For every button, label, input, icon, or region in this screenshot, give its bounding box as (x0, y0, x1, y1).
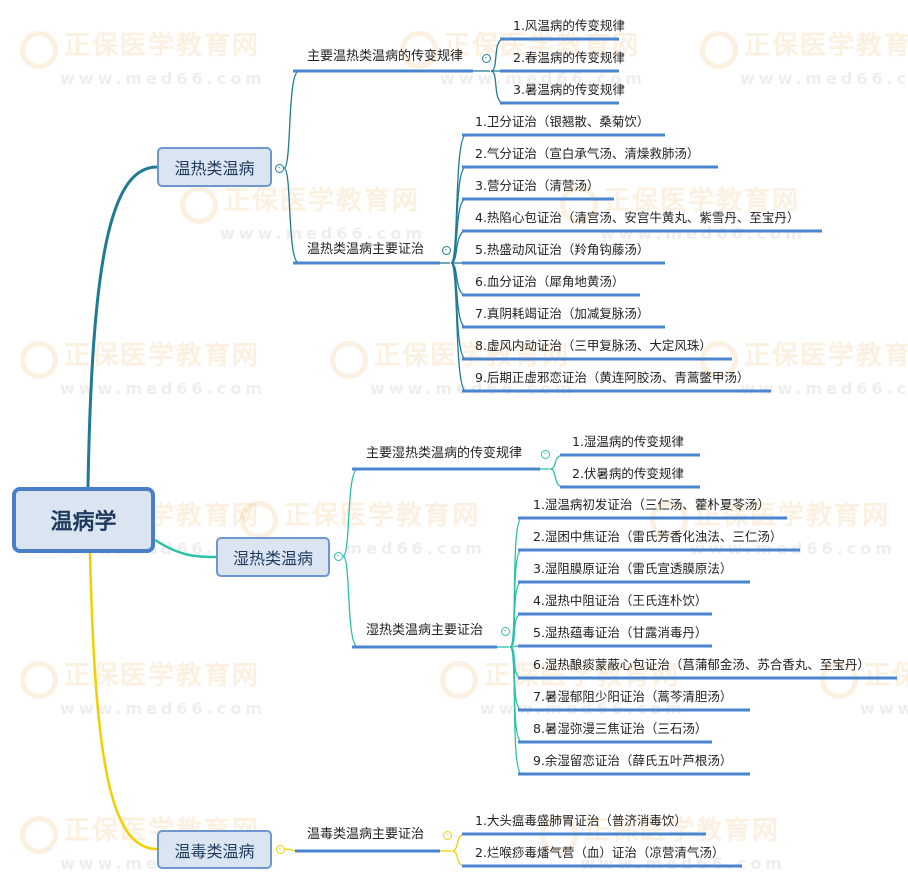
list-item[interactable]: 2.气分证治（宣白承气汤、清燥救肺汤） (475, 146, 700, 161)
list-item[interactable]: 5.热盛动风证治（羚角钩藤汤） (475, 242, 650, 257)
section-connector (342, 468, 359, 557)
list-item[interactable]: 6.湿热酿痰蒙蔽心包证治（菖蒲郁金汤、苏合香丸、至宝丹） (533, 657, 870, 672)
list-item[interactable]: 9.余湿留恋证治（薛氏五叶芦根汤） (533, 753, 733, 768)
list-item[interactable]: 1.大头瘟毒盛肺胃证治（普济消毒饮） (475, 813, 687, 828)
list-item[interactable]: 7.暑湿郁阻少阳证治（蒿芩清胆汤） (533, 689, 733, 704)
section-connector (283, 70, 300, 169)
section-label[interactable]: 湿热类温病主要证治 (366, 623, 484, 638)
collapse-toggle[interactable]: - (481, 53, 491, 63)
list-item[interactable]: 4.热陷心包证治（清宫汤、安宫牛黄丸、紫雪丹、至宝丹） (475, 210, 800, 225)
list-item[interactable]: 1.卫分证治（银翘散、桑菊饮） (475, 114, 650, 129)
section-label[interactable]: 主要湿热类温病的传变规律 (366, 446, 523, 461)
root-connector (88, 552, 158, 851)
section-connector (283, 167, 300, 264)
collapse-toggle[interactable]: - (442, 830, 452, 840)
list-item[interactable]: 3.营分证治（清营汤） (475, 178, 600, 193)
section-connector (342, 555, 359, 648)
branch-node[interactable]: 温热类温病 (157, 147, 272, 187)
item-connector (509, 646, 523, 775)
list-item[interactable]: 8.虚风内动证治（三甲复脉汤、大定风珠） (475, 338, 712, 353)
list-item[interactable]: 5.湿热蕴毒证治（甘露消毒丹） (533, 625, 708, 640)
list-item[interactable]: 9.后期正虚邪恋证治（黄连阿胶汤、青蒿鳖甲汤） (475, 370, 750, 385)
collapse-toggle[interactable]: - (441, 245, 451, 255)
collapse-toggle[interactable]: - (274, 163, 284, 173)
collapse-toggle[interactable]: - (500, 626, 510, 636)
root-connector (86, 165, 158, 488)
list-item[interactable]: 2.伏暑病的传变规律 (572, 466, 684, 481)
list-item[interactable]: 4.湿热中阻证治（王氏连朴饮） (533, 593, 708, 608)
list-item[interactable]: 2.湿困中焦证治（雷氏芳香化浊法、三仁汤） (533, 529, 783, 544)
list-item[interactable]: 2.烂喉痧毒燔气营（血）证治（凉营清气汤） (475, 845, 725, 860)
collapse-toggle[interactable]: - (275, 844, 285, 854)
branch-node[interactable]: 温毒类温病 (157, 830, 272, 869)
section-label[interactable]: 温热类温病主要证治 (307, 242, 425, 257)
root-node[interactable]: 温病学 (12, 487, 155, 553)
list-item[interactable]: 7.真阴耗竭证治（加减复脉汤） (475, 306, 650, 321)
section-label[interactable]: 主要温热类温病的传变规律 (307, 49, 464, 64)
list-item[interactable]: 8.暑湿弥漫三焦证治（三石汤） (533, 721, 708, 736)
branch-node[interactable]: 湿热类温病 (216, 537, 330, 577)
list-item[interactable]: 1.风温病的传变规律 (513, 18, 625, 33)
collapse-toggle[interactable]: - (540, 449, 550, 459)
collapse-toggle[interactable]: - (333, 551, 343, 561)
root-connector (154, 538, 217, 559)
list-item[interactable]: 1.湿温病初发证治（三仁汤、藿朴夏苓汤） (533, 497, 770, 512)
list-item[interactable]: 3.暑温病的传变规律 (513, 82, 625, 97)
item-connector (450, 262, 467, 392)
section-label[interactable]: 温毒类温病主要证治 (307, 827, 425, 842)
list-item[interactable]: 3.湿阻膜原证治（雷氏宣透膜原法） (533, 561, 733, 576)
list-item[interactable]: 2.春温病的传变规律 (513, 50, 625, 65)
list-item[interactable]: 1.湿温病的传变规律 (572, 434, 684, 449)
list-item[interactable]: 6.血分证治（犀角地黄汤） (475, 274, 625, 289)
